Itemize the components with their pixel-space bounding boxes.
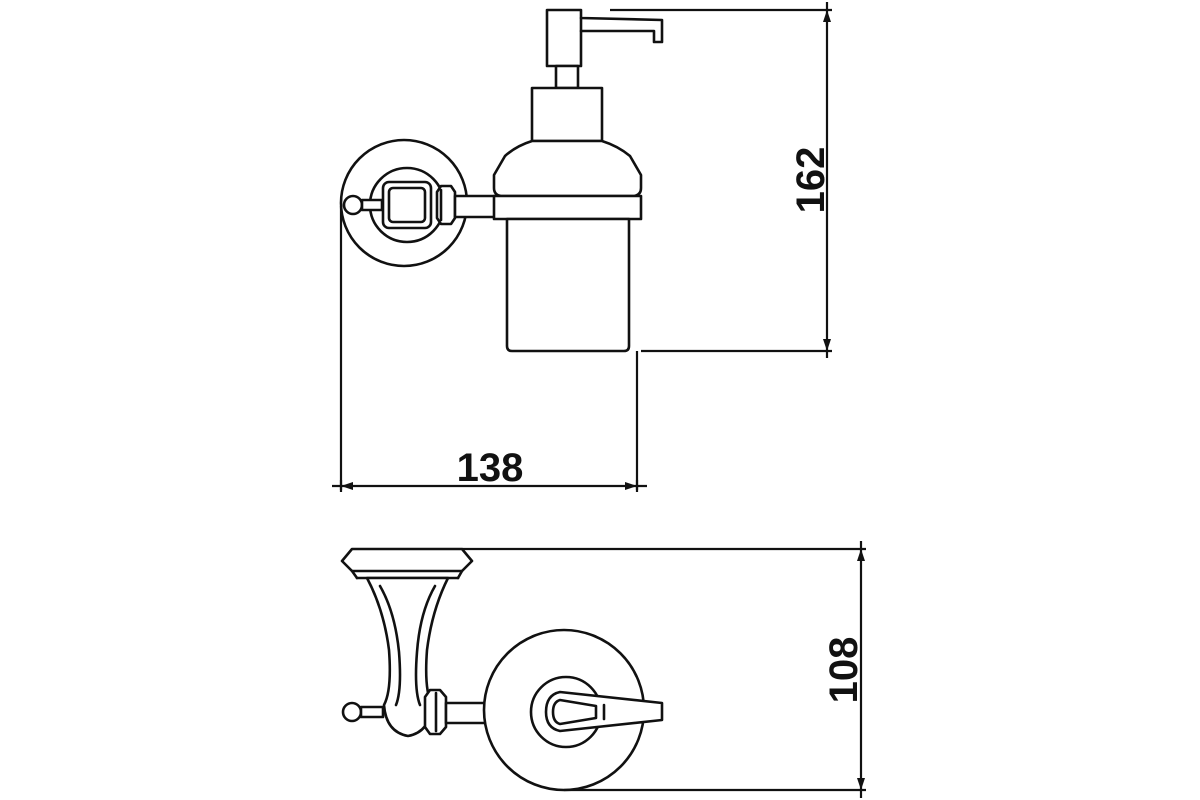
front-extension-lines — [339, 8, 832, 490]
front-arm — [435, 184, 504, 226]
top-bottle-disc — [482, 628, 664, 792]
front-view: 138 162 — [332, 2, 833, 492]
dimension-height-label: 162 — [789, 147, 833, 214]
dimension-height: 162 — [789, 2, 833, 358]
dimension-depth-label: 108 — [822, 637, 866, 704]
dimension-width-label: 138 — [457, 446, 524, 490]
top-wall-plate — [340, 547, 474, 580]
top-arm — [423, 688, 491, 736]
front-pump — [530, 8, 664, 143]
front-set-screw — [342, 194, 384, 216]
dimension-width: 138 — [332, 446, 647, 492]
front-bottle — [492, 139, 643, 353]
dimension-depth: 108 — [822, 541, 866, 798]
top-set-screw — [341, 701, 385, 723]
top-view: 108 — [340, 541, 866, 798]
top-extension-lines — [462, 547, 866, 792]
